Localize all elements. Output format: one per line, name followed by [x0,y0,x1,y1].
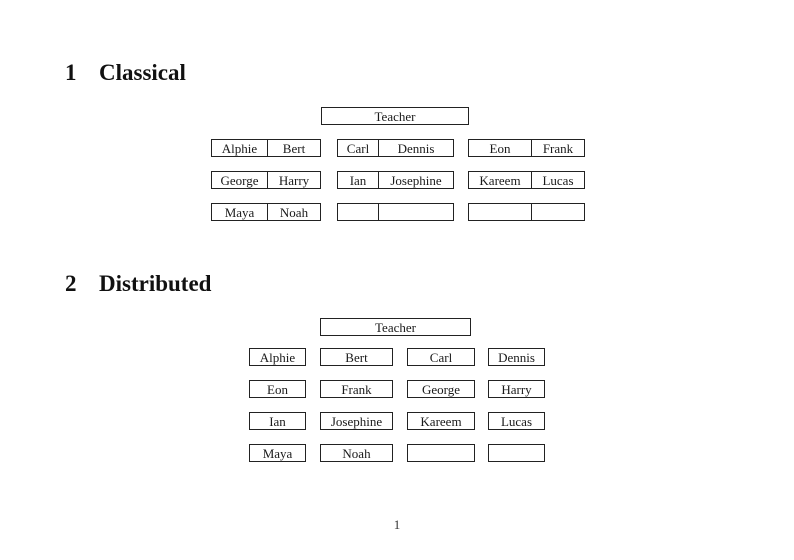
section-title: Distributed [99,271,212,296]
desk-seat: Carl [338,140,379,156]
desk-seat-empty [532,204,584,220]
desk: George Harry [211,171,321,189]
seat-box-empty [407,444,475,462]
desk-seat: Bert [282,140,306,156]
teacher-box: Teacher [320,318,471,336]
section-heading-distributed: 2 Distributed [65,272,211,296]
desk-seat-empty [379,204,453,220]
desk: Eon Frank [468,139,585,157]
section-heading-classical: 1 Classical [65,61,186,85]
seat-box: Noah [320,444,393,462]
desk: Alphie Bert [211,139,321,157]
desk-seat: Harry [278,172,310,188]
seat-box: Alphie [249,348,306,366]
desk-seat: Josephine [390,172,442,188]
section-title: Classical [99,60,186,85]
desk-seat-empty [469,204,532,220]
desk-seat: Dennis [397,140,435,156]
seat-box: Frank [320,380,393,398]
teacher-box: Teacher [321,107,469,125]
desk: Kareem Lucas [468,171,585,189]
desk-seat: Maya [212,204,268,220]
desk-seat: Frank [542,140,574,156]
seat-box: Kareem [407,412,475,430]
desk [468,203,585,221]
desk-seat-empty [338,204,379,220]
seat-box: Dennis [488,348,545,366]
desk-seat: Ian [338,172,379,188]
desk [337,203,454,221]
desk-seat: Eon [469,140,532,156]
desk-seat: Kareem [469,172,532,188]
section-number: 1 [65,60,77,85]
seat-box: Bert [320,348,393,366]
seat-box: Carl [407,348,475,366]
seat-box: Maya [249,444,306,462]
desk: Maya Noah [211,203,321,221]
desk-seat: George [212,172,268,188]
seat-box: Eon [249,380,306,398]
desk-seat: Alphie [212,140,268,156]
seat-box: George [407,380,475,398]
desk: Ian Josephine [337,171,454,189]
desk: Carl Dennis [337,139,454,157]
desk-seat: Noah [279,204,309,220]
seat-box: Lucas [488,412,545,430]
page-number: 1 [393,517,401,532]
seat-box: Harry [488,380,545,398]
seat-box: Josephine [320,412,393,430]
section-number: 2 [65,271,77,296]
seat-box-empty [488,444,545,462]
seat-box: Ian [249,412,306,430]
desk-seat: Lucas [542,172,574,188]
